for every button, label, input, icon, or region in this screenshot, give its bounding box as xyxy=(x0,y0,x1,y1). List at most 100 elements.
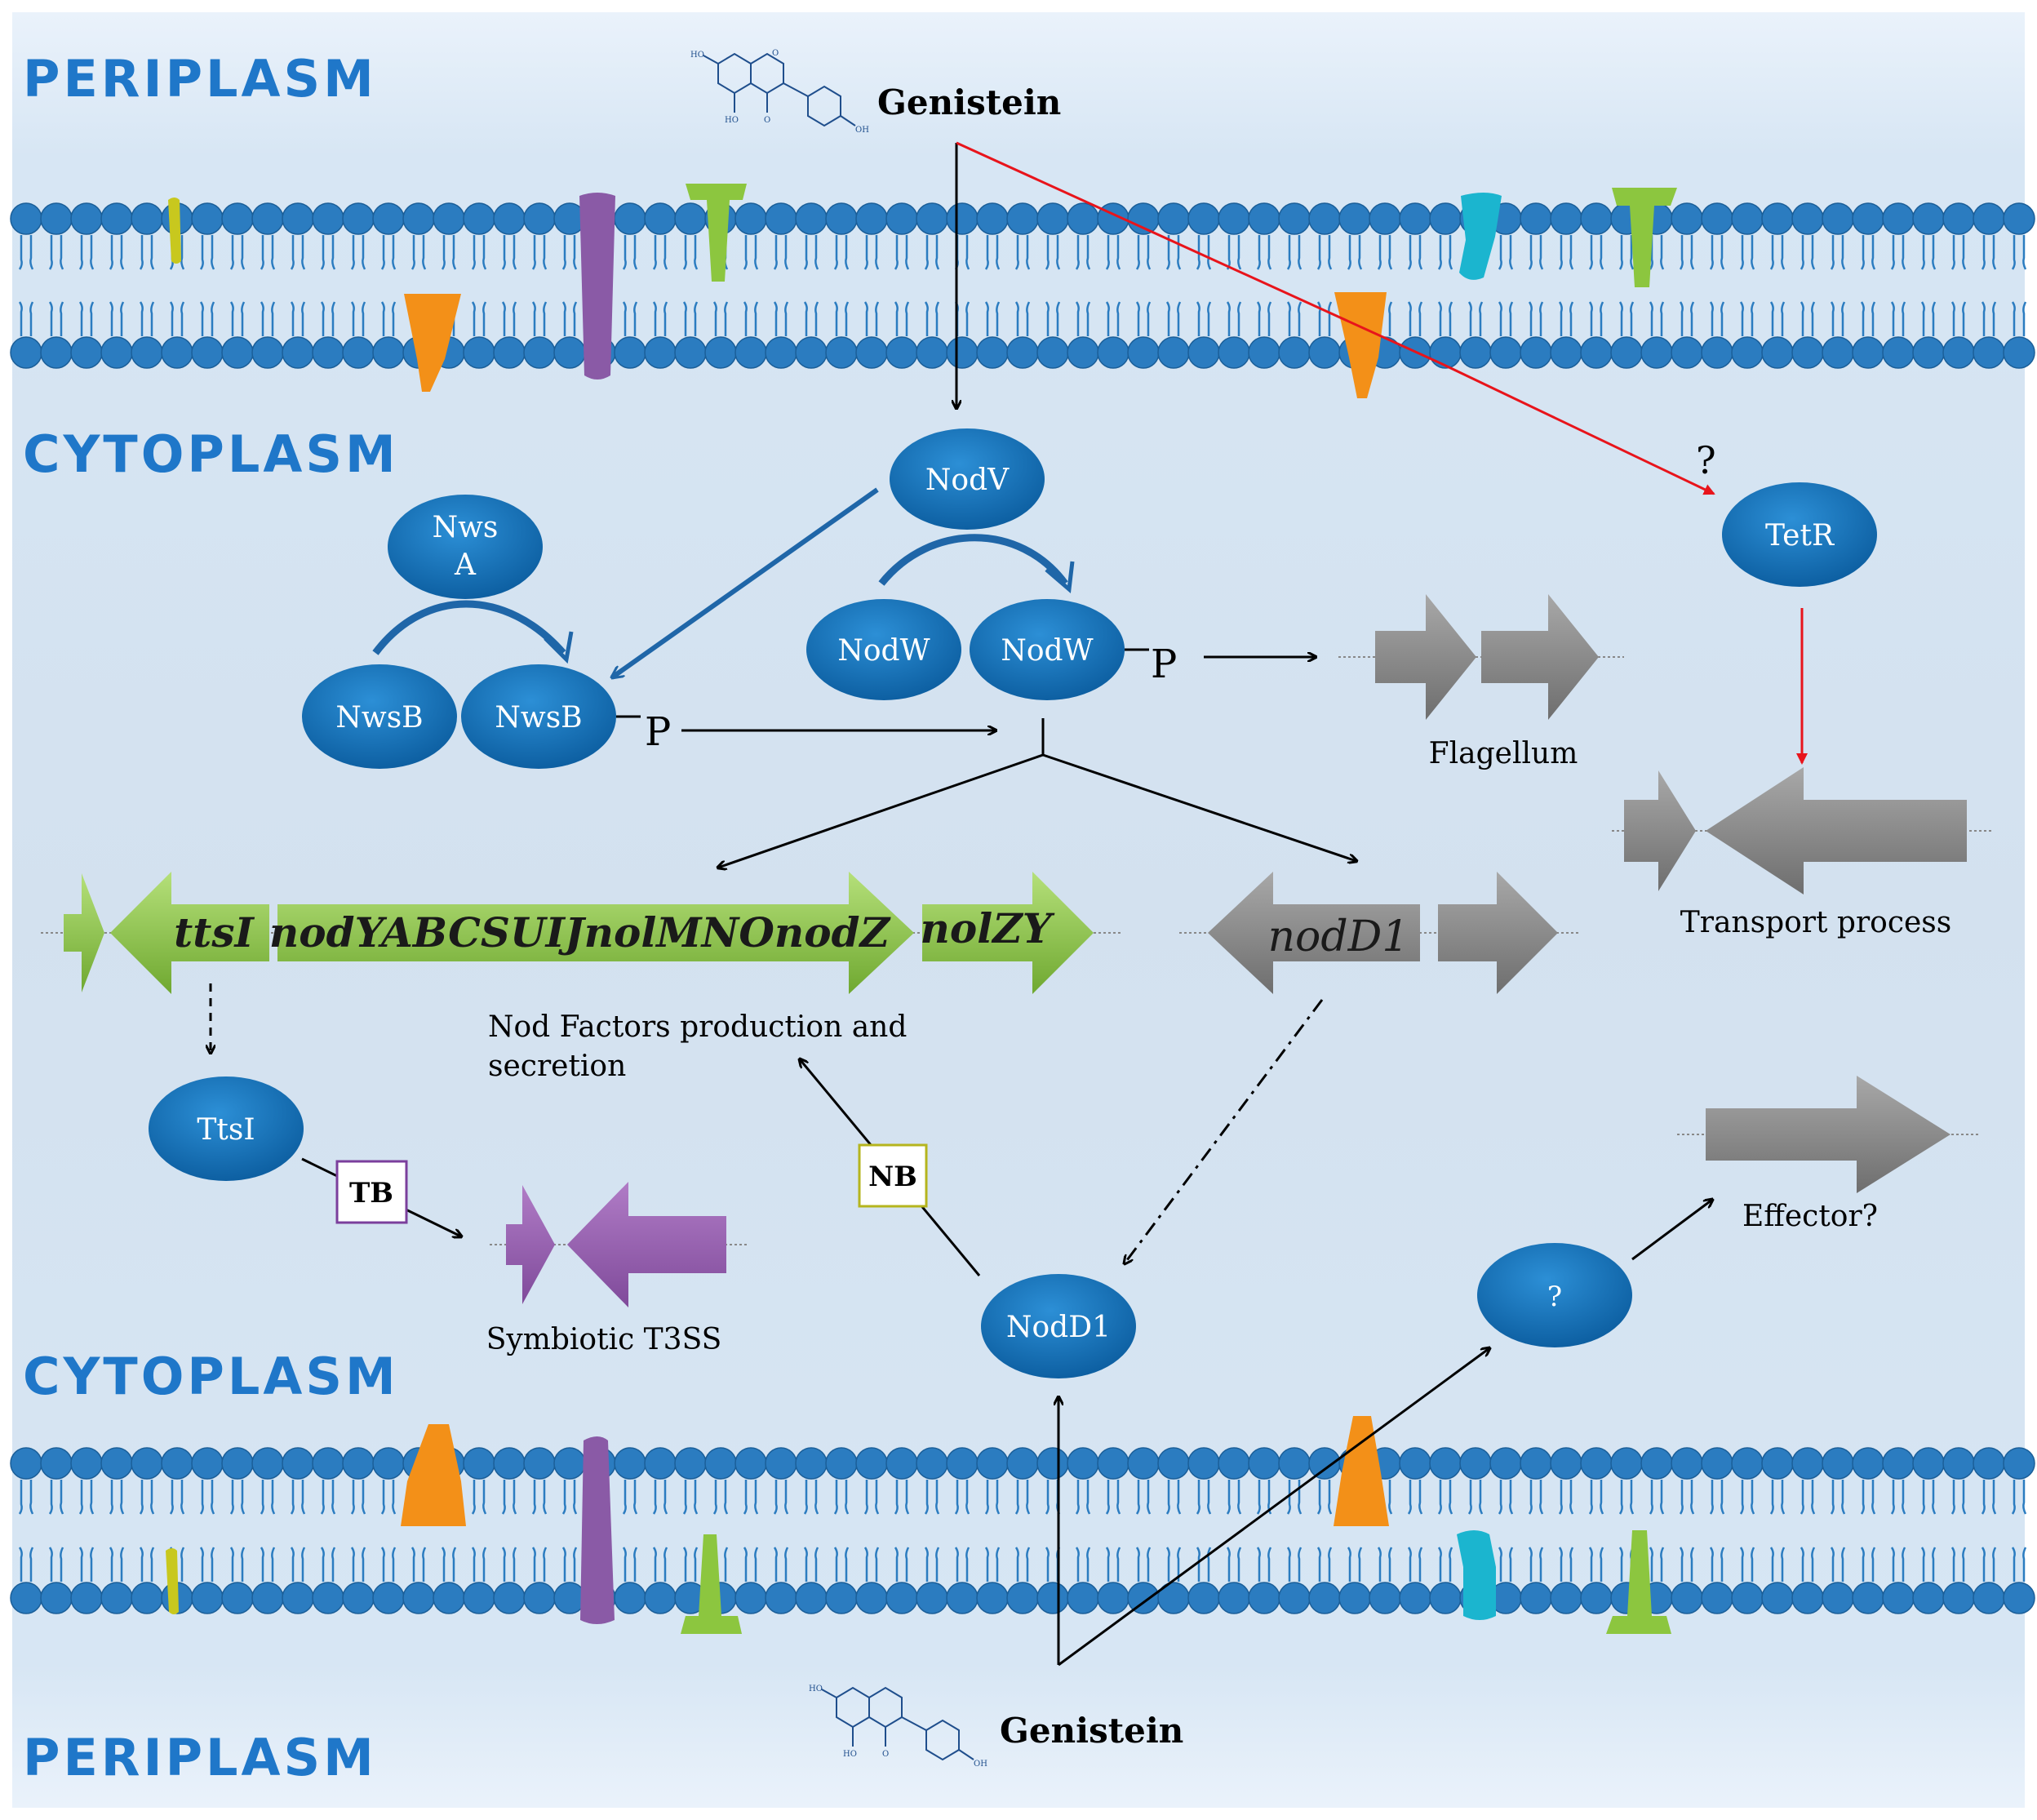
lipid-head xyxy=(1550,1582,1582,1614)
lipid-tail xyxy=(924,235,940,270)
lipid-tail xyxy=(833,301,850,336)
lipid-tail xyxy=(894,1547,910,1582)
lipid-head xyxy=(1791,336,1824,369)
lipid-head xyxy=(40,1447,73,1480)
lipid-tail xyxy=(1498,1547,1514,1582)
lipid-head xyxy=(976,202,1009,235)
lipid-head xyxy=(40,336,73,369)
lipid-head xyxy=(372,336,405,369)
lipid-tail xyxy=(380,301,397,336)
lipid-head xyxy=(1731,202,1764,235)
lipid-tail xyxy=(501,1480,517,1515)
lipid-tail xyxy=(773,1480,789,1515)
lipid-tail xyxy=(229,1547,246,1582)
lipid-head xyxy=(463,1447,495,1480)
lipid-tail xyxy=(984,301,1001,336)
lipid-head xyxy=(1067,336,1099,369)
lipid-head xyxy=(916,1582,948,1614)
lipid-tail xyxy=(18,1547,34,1582)
lipid-tail xyxy=(1286,1547,1303,1582)
lipid-head xyxy=(1218,336,1250,369)
lipid-head xyxy=(1097,1447,1129,1480)
lipid-tail xyxy=(803,1480,819,1515)
lipid-tail xyxy=(1588,1480,1604,1515)
lipid-tail xyxy=(1135,1547,1152,1582)
lipid-tail xyxy=(501,1547,517,1582)
lipid-tail xyxy=(924,1480,940,1515)
lipid-head xyxy=(1791,1582,1824,1614)
lipid-head xyxy=(1278,202,1311,235)
lipid-head xyxy=(1761,202,1794,235)
lipid-head xyxy=(674,202,707,235)
lipid-tail xyxy=(18,235,34,270)
lipid-head xyxy=(1308,1447,1341,1480)
lipid-head xyxy=(1882,1582,1915,1614)
lipid-head xyxy=(1973,1582,2005,1614)
lipid-head xyxy=(1278,336,1311,369)
lipid-head xyxy=(1157,336,1190,369)
lipid-tail xyxy=(441,1547,457,1582)
lipid-head xyxy=(1218,1582,1250,1614)
lipid-head xyxy=(1580,1582,1613,1614)
lipid-head xyxy=(191,1447,224,1480)
svg-text:OH: OH xyxy=(974,1760,987,1769)
lipid-tail xyxy=(1437,235,1453,270)
lipid-tail xyxy=(1165,301,1182,336)
svg-text:O: O xyxy=(882,1750,889,1759)
lipid-tail xyxy=(924,301,940,336)
lipid-tail xyxy=(924,1547,940,1582)
nodw-right-protein: NodW xyxy=(970,599,1125,700)
lipid-tail xyxy=(1769,1547,1786,1582)
lipid-tail xyxy=(1014,1547,1031,1582)
lipid-head xyxy=(916,1447,948,1480)
nodd1-gene-label: nodD1 xyxy=(1268,912,1409,961)
lipid-tail xyxy=(1830,1480,1846,1515)
transport-label: Transport process xyxy=(1680,906,1952,939)
lipid-head xyxy=(1369,202,1401,235)
lipid-head xyxy=(372,1447,405,1480)
lipid-tail xyxy=(1860,235,1876,270)
lipid-tail xyxy=(1165,1480,1182,1515)
lipid-head xyxy=(1912,1582,1945,1614)
periplasm-bottom-label: PERIPLASM xyxy=(23,1728,377,1787)
lipid-head xyxy=(734,336,767,369)
lipid-tail xyxy=(2011,1547,2027,1582)
nodd1-label: NodD1 xyxy=(1006,1311,1111,1344)
t3ss-gene-2 xyxy=(567,1182,726,1307)
lipid-head xyxy=(1248,1447,1280,1480)
lipid-tail xyxy=(1135,301,1152,336)
lipid-tail xyxy=(622,1480,638,1515)
ttsi-protein: TtsI xyxy=(149,1076,304,1181)
lipid-head xyxy=(161,336,193,369)
lipid-head xyxy=(282,1582,314,1614)
lipid-head xyxy=(765,336,797,369)
nodd1-gene-to-protein-arrow xyxy=(1125,999,1324,1263)
lipid-head xyxy=(1036,1447,1069,1480)
lipid-tail xyxy=(712,1480,729,1515)
membrane-proteins-top xyxy=(168,184,1677,398)
lipid-tail xyxy=(712,301,729,336)
lipid-head xyxy=(1550,336,1582,369)
lipid-head xyxy=(1520,1582,1552,1614)
lipid-head xyxy=(493,202,526,235)
lipid-tail xyxy=(78,235,95,270)
lipid-tail xyxy=(1407,1547,1423,1582)
lipid-head xyxy=(191,1582,224,1614)
lipid-tail xyxy=(1316,1480,1333,1515)
lipid-head xyxy=(1912,202,1945,235)
lipid-head xyxy=(1187,1582,1220,1614)
lipid-head xyxy=(100,202,133,235)
lipid-tail xyxy=(863,1547,880,1582)
lipid-tail xyxy=(139,1480,155,1515)
lipid-head xyxy=(100,1582,133,1614)
lipid-head xyxy=(251,336,284,369)
lipid-head xyxy=(1882,336,1915,369)
lipid-tail xyxy=(199,235,215,270)
transport-gene-2 xyxy=(1706,767,1967,894)
lipid-tail xyxy=(1830,1547,1846,1582)
lipid-head xyxy=(795,202,828,235)
lipid-head xyxy=(946,336,979,369)
lipid-tail xyxy=(1165,1547,1182,1582)
lipid-tail xyxy=(229,235,246,270)
lipid-tail xyxy=(1618,1480,1635,1515)
